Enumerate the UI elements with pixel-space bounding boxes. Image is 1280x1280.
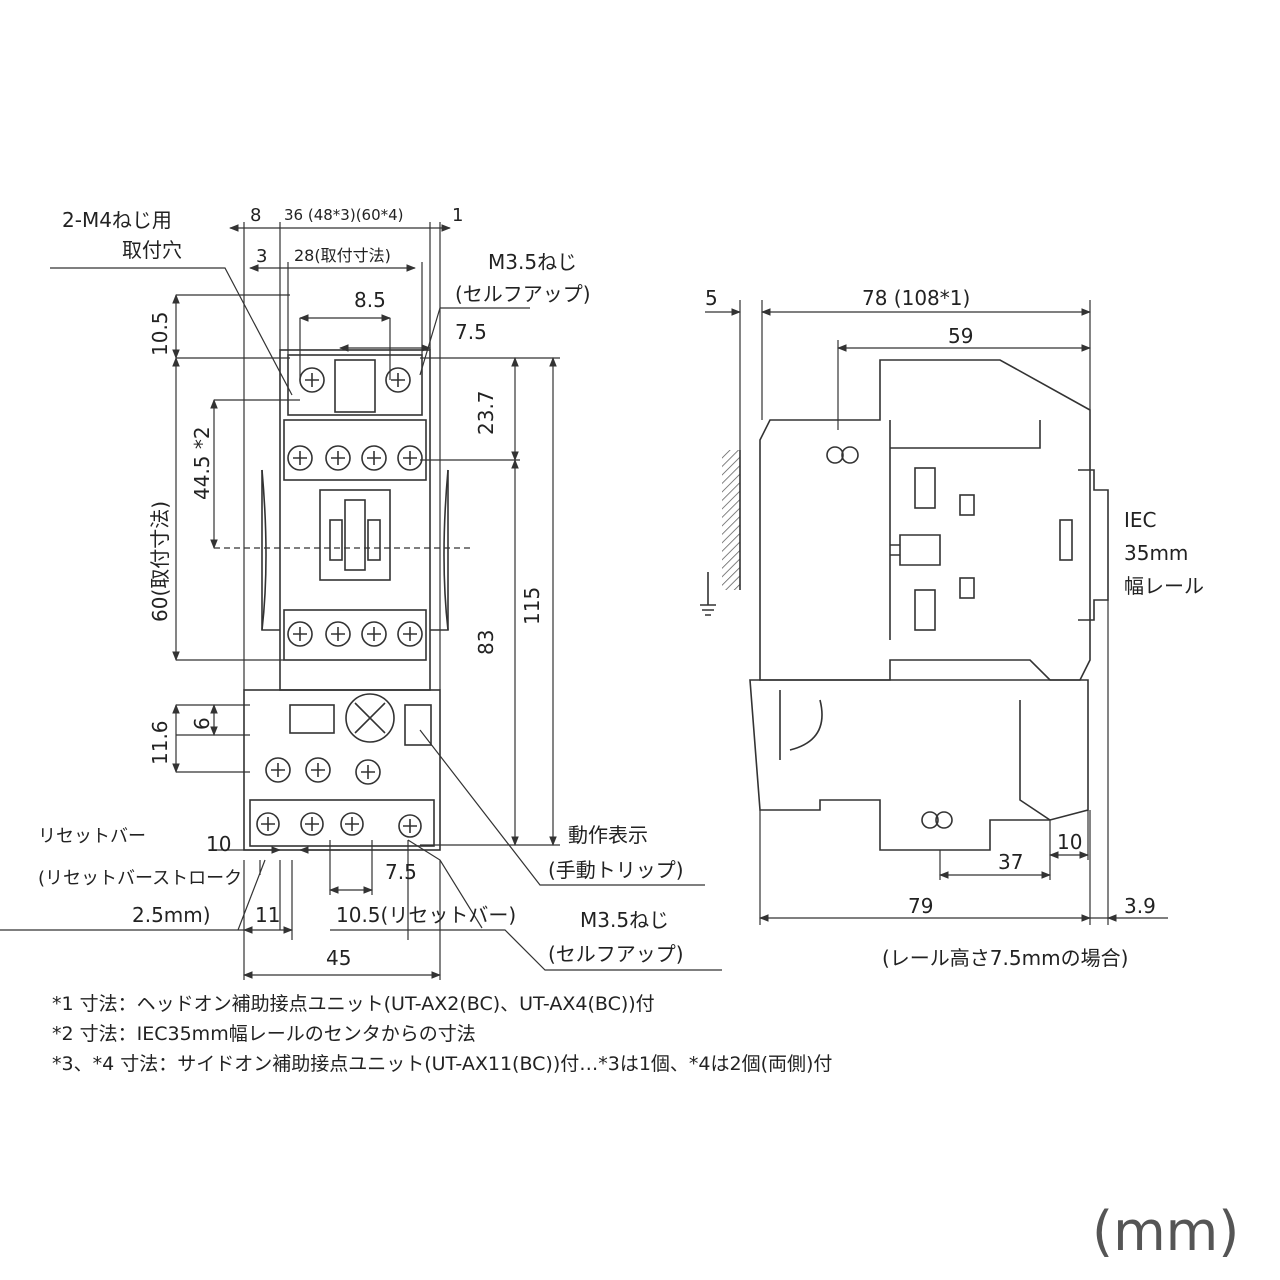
trip-sub: (手動トリップ) — [548, 858, 684, 882]
main-terminal-row-bottom — [283, 609, 427, 661]
top-screw-label: M3.5ねじ — [488, 250, 578, 274]
dim-3: 3 — [256, 246, 268, 267]
mount-hole-label-2: 取付穴 — [122, 238, 182, 262]
mount-hole-label: 2-M4ねじ用 — [62, 208, 172, 232]
front-dimension-lines — [0, 222, 722, 980]
dim-28: 28(取付寸法) — [294, 246, 391, 265]
dim-36: 36 (48*3)(60*4) — [284, 206, 404, 224]
dim-10-side: 10 — [1057, 830, 1083, 854]
dim-11: 11 — [255, 903, 281, 927]
dim-5: 5 — [705, 286, 718, 310]
top-terminal-block — [287, 354, 423, 416]
dim-45: 45 — [326, 946, 352, 970]
dim-23-7: 23.7 — [474, 390, 498, 435]
side-dimension-lines — [705, 300, 1168, 925]
dim-44-5: 44.5 *2 — [190, 426, 214, 500]
dial — [345, 693, 395, 743]
dim-78: 78 (108*1) — [862, 286, 971, 310]
top-screw-sub: (セルフアップ) — [455, 282, 591, 306]
rail-label-1: IEC — [1124, 508, 1157, 532]
unit-label: (mm) — [1092, 1200, 1240, 1263]
terminal-screws-bottom — [287, 621, 423, 647]
dim-83: 83 — [474, 629, 498, 655]
reset-stroke-value: 2.5mm) — [132, 903, 211, 927]
rail-label-3: 幅レール — [1124, 574, 1204, 598]
dim-10-5-reset: 10.5(リセットバー) — [336, 903, 517, 927]
dim-6: 6 — [190, 717, 214, 730]
rail-height-note: (レール高さ7.5mmの場合) — [882, 946, 1129, 970]
dim-10-5: 10.5 — [148, 311, 172, 356]
overload-relay — [243, 689, 441, 851]
rail-label-2: 35mm — [1124, 541, 1189, 565]
reset-stroke-label: (リセットバーストローク — [38, 868, 243, 889]
side-view — [700, 359, 1109, 851]
main-terminal-row-top — [283, 419, 427, 481]
reset-bar-label: リセットバー — [38, 826, 146, 847]
dim-7-5-bottom: 7.5 — [385, 860, 417, 884]
terminal-screws-top — [287, 445, 423, 471]
dim-60: 60(取付寸法) — [148, 500, 172, 622]
top-screws — [299, 367, 411, 393]
rail-outline — [261, 470, 449, 631]
dim-1: 1 — [452, 205, 464, 226]
footnote-2: *2 寸法：IEC35mm幅レールのセンタからの寸法 — [52, 1023, 476, 1045]
dim-3-9: 3.9 — [1124, 894, 1156, 918]
bottom-screw-label: M3.5ねじ — [580, 908, 670, 932]
dim-79: 79 — [908, 894, 934, 918]
mount-surface-hatch — [722, 450, 740, 590]
dim-115: 115 — [520, 586, 544, 625]
contactor-body — [279, 349, 431, 691]
footnote-1: *1 寸法：ヘッドオン補助接点ユニット(UT-AX2(BC)、UT-AX4(BC… — [52, 993, 655, 1015]
dim-8: 8 — [250, 205, 262, 226]
front-view — [243, 349, 449, 851]
dim-37: 37 — [998, 850, 1024, 874]
dim-8-5: 8.5 — [354, 288, 386, 312]
armature — [319, 489, 391, 581]
trip-label: 動作表示 — [568, 823, 648, 847]
side-relay — [749, 679, 1089, 851]
bottom-screw-sub: (セルフアップ) — [548, 942, 684, 966]
dim-59: 59 — [948, 324, 974, 348]
dim-11-6: 11.6 — [148, 720, 172, 765]
dim-7-5-top: 7.5 — [455, 320, 487, 344]
side-body — [759, 359, 1091, 681]
dim-10-front: 10 — [206, 832, 232, 856]
footnote-3: *3、*4 寸法：サイドオン補助接点ユニット(UT-AX11(BC))付…*3は… — [52, 1053, 833, 1075]
